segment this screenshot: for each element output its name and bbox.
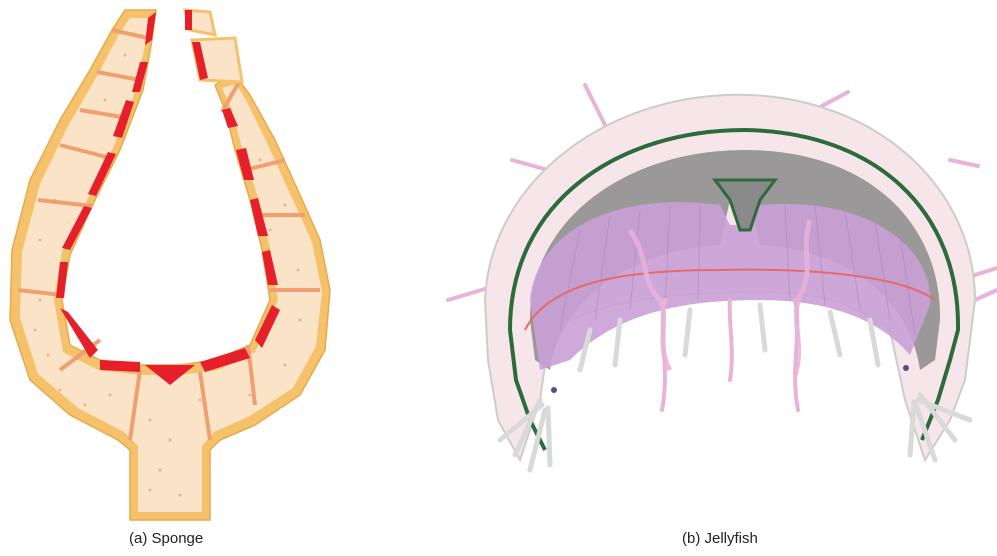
jellyfish-caption: (b) Jellyfish bbox=[682, 530, 758, 547]
jelly-rhopalium-left bbox=[551, 387, 557, 393]
jelly-oral-arms bbox=[662, 300, 798, 410]
sponge-diagram: (a) Sponge bbox=[0, 0, 340, 556]
sponge-illustration bbox=[0, 0, 340, 556]
sponge-caption: (a) Sponge bbox=[129, 530, 203, 547]
jelly-rhopalium-right bbox=[903, 365, 909, 371]
jellyfish-diagram: (b) Jellyfish bbox=[430, 0, 997, 556]
jellyfish-illustration bbox=[430, 0, 997, 556]
